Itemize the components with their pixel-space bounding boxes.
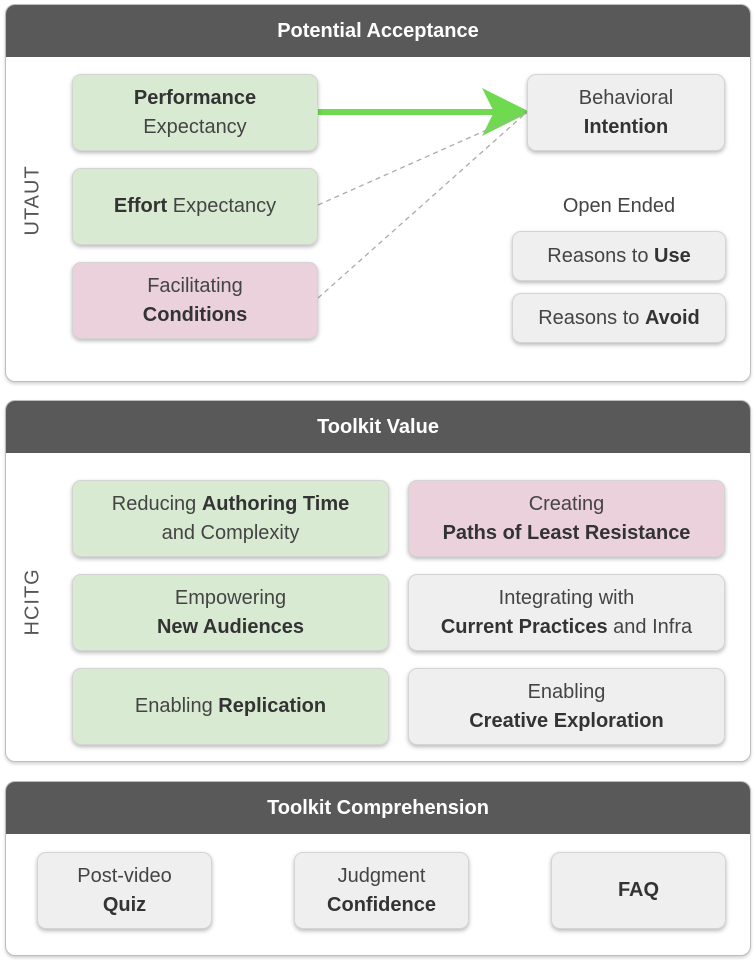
creating-paths-box: Creating Paths of Least Resistance [408,480,725,557]
facilitating-conditions-box: Facilitating Conditions [72,262,318,339]
open-ended-label: Open Ended [562,195,676,217]
performance-expectancy-box: Performance Expectancy [72,74,318,151]
faq-box: FAQ [551,852,726,929]
facilitating-to-intention-dashed [317,111,528,299]
integrating-current-practices-box: Integrating with Current Practices and I… [408,574,725,651]
effort-expectancy-box: Effort Expectancy [72,168,318,245]
effort-to-intention-dashed [317,111,528,206]
section-title: Toolkit Value [6,401,750,453]
hcitg-side-label: HCITG [21,568,44,636]
enabling-replication-box: Enabling Replication [72,668,389,745]
reasons-to-avoid-box: Reasons to Avoid [512,293,726,343]
section-title: Toolkit Comprehension [6,782,750,834]
reducing-authoring-time-box: Reducing Authoring Time and Complexity [72,480,389,557]
section-title: Potential Acceptance [6,5,750,57]
reasons-to-use-box: Reasons to Use [512,231,726,281]
behavioral-intention-box: Behavioral Intention [527,74,725,151]
empowering-new-audiences-box: Empowering New Audiences [72,574,389,651]
post-video-quiz-box: Post-video Quiz [37,852,212,929]
judgment-confidence-box: Judgment Confidence [294,852,469,929]
enabling-creative-exploration-box: Enabling Creative Exploration [408,668,725,745]
